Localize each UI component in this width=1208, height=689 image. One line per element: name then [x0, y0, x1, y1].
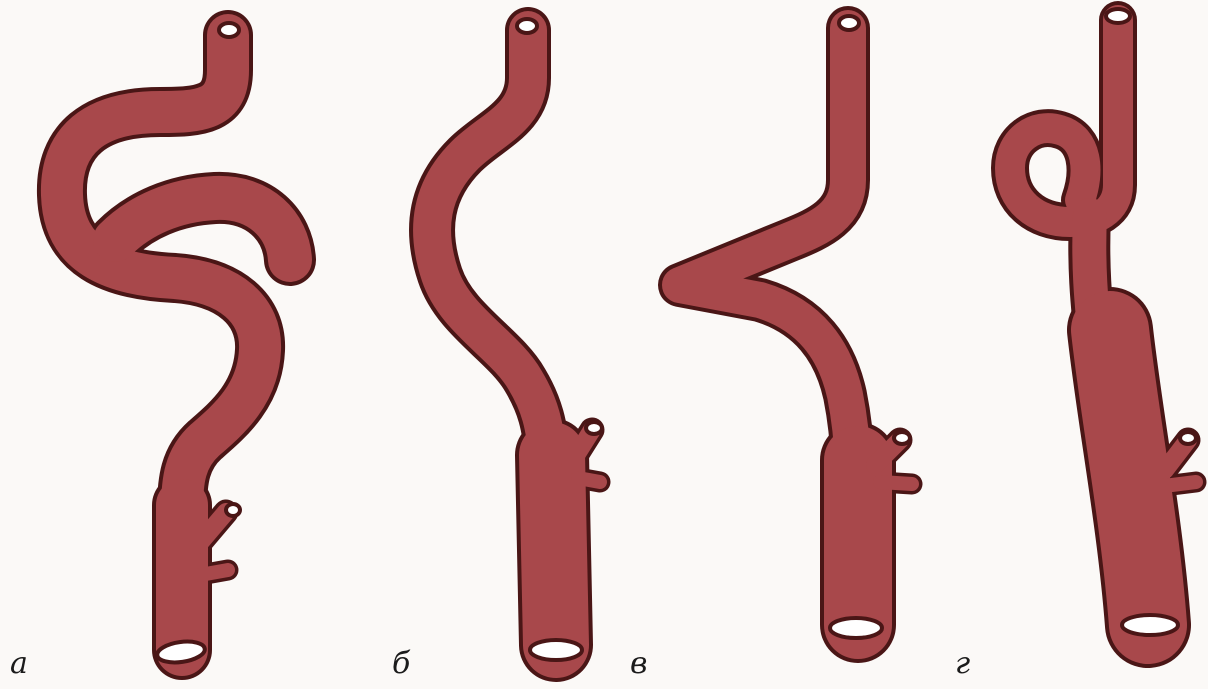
vessel-lumen — [530, 640, 582, 660]
vessel-lumen — [830, 618, 882, 638]
vessel-panel-a — [62, 23, 290, 665]
vessel-lumen — [1106, 9, 1130, 23]
vessel-lumen — [839, 16, 859, 30]
panel-label-g: г — [955, 646, 970, 681]
vessel-body — [432, 30, 548, 460]
panel-label-v: в — [630, 646, 647, 681]
branch-body — [578, 478, 600, 482]
vessel-body — [552, 455, 556, 645]
vessel-body — [62, 35, 260, 510]
vessel-body — [1110, 330, 1148, 625]
branch-body — [200, 570, 228, 575]
vessel-lumen — [586, 422, 602, 434]
vessel-lumen — [517, 19, 537, 33]
panel-label-a: а — [10, 646, 28, 681]
vessel-lumen — [894, 432, 910, 444]
vessel-panel-b — [432, 19, 602, 660]
vessel-lumen — [219, 23, 239, 37]
vessel-lumen — [1180, 432, 1196, 444]
panel-label-b: б — [392, 646, 410, 681]
branch-body — [880, 482, 912, 484]
vessel-panel-g — [1010, 9, 1196, 635]
branch-body — [1172, 482, 1196, 485]
vessel-panel-v — [680, 16, 912, 638]
vessel-lumen — [226, 504, 240, 516]
vessel-lumen — [1122, 615, 1178, 635]
